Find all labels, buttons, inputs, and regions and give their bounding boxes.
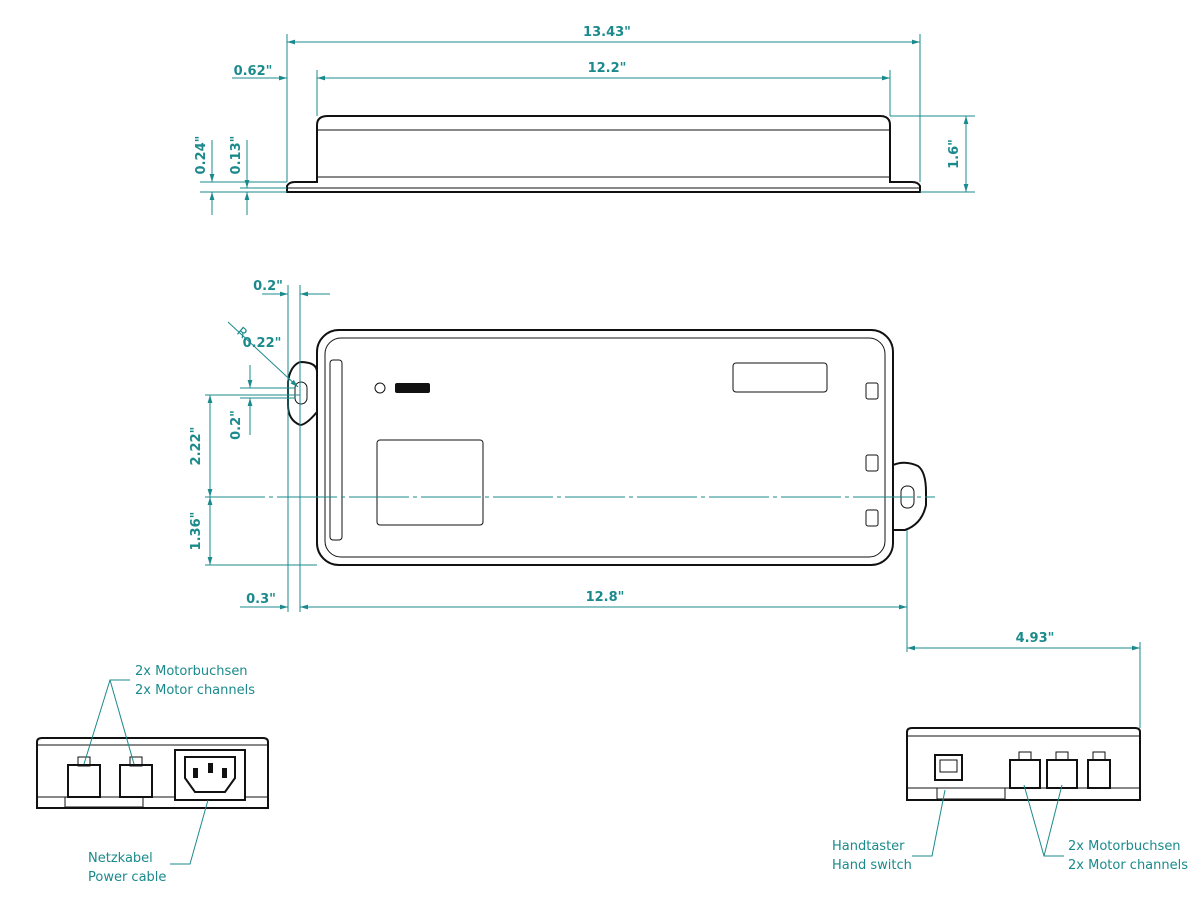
motor-connector xyxy=(67,764,101,798)
brand-label xyxy=(395,383,430,393)
dim-flange-thickness: 0.13" xyxy=(229,136,244,175)
dim-end-width: 4.93" xyxy=(1016,631,1055,646)
dim-flange-offset: 0.62" xyxy=(234,64,273,79)
label-area xyxy=(376,439,484,526)
mount-slot-left xyxy=(294,381,308,405)
callout-power-en: Power cable xyxy=(88,870,166,885)
dim-upper-offset: 2.22" xyxy=(189,427,204,466)
callout-right-motor-en: 2x Motor channels xyxy=(1068,858,1188,873)
dim-overall-length: 13.43" xyxy=(583,25,631,40)
callout-left-motor-de: 2x Motorbuchsen xyxy=(135,664,248,679)
side-view: 13.43" 12.2" 0.62" 1.6" 0.24" 0.13" xyxy=(194,25,975,215)
motor-connector xyxy=(1046,759,1078,789)
motor-connector xyxy=(1009,759,1041,789)
callout-hand-de: Handtaster xyxy=(832,839,905,854)
motor-connector xyxy=(119,764,153,798)
callout-power-de: Netzkabel xyxy=(88,851,153,866)
hand-switch-port xyxy=(934,754,963,781)
right-end-view: 4.93" Handtaster Hand switch 2x Motorbuc… xyxy=(832,631,1188,873)
dim-lower-offset: 1.36" xyxy=(189,512,204,551)
callout-hand-en: Hand switch xyxy=(832,858,912,873)
left-end-view: 2x Motorbuchsen 2x Motor channels Netzka… xyxy=(36,664,269,885)
callout-left-motor-en: 2x Motor channels xyxy=(135,683,255,698)
dim-slot-width: 0.2" xyxy=(253,279,283,294)
vent-strip xyxy=(329,359,343,541)
callout-right-motor-de: 2x Motorbuchsen xyxy=(1068,839,1181,854)
dim-flange-height: 0.24" xyxy=(194,136,209,175)
dim-body-length: 12.2" xyxy=(588,61,627,76)
display-window xyxy=(732,362,828,393)
led-icon xyxy=(374,382,386,394)
dim-hole-spacing: 12.8" xyxy=(586,590,625,605)
top-view: 0.2" R 0.22" 0.2" 2.22" 1.36" 0.3" 12.8" xyxy=(189,279,935,652)
dim-edge-offset: 0.3" xyxy=(246,592,276,607)
dim-radius: 0.22" xyxy=(243,336,282,351)
dim-height: 1.6" xyxy=(947,139,962,169)
dim-slot-height: 0.2" xyxy=(229,410,244,440)
aux-connector xyxy=(1087,759,1111,789)
